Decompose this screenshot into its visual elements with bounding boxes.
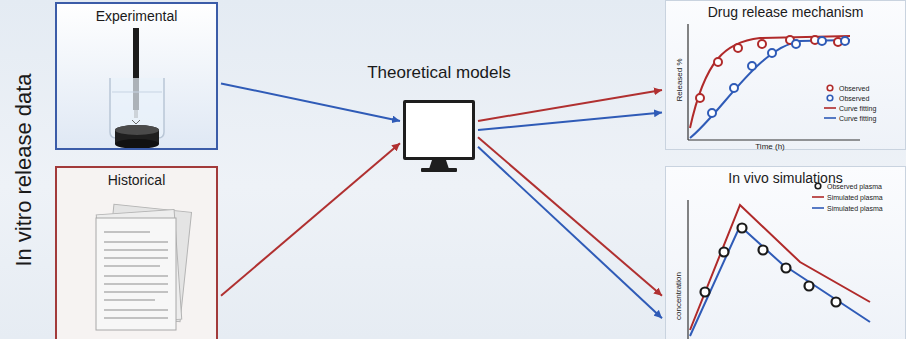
box-heading: Drug release mechanism [672,4,899,21]
source-box: Historical [55,166,218,339]
paper-stack [96,204,192,330]
legend-text: Observed plasma [827,183,882,190]
box-heading: Experimental [63,8,210,25]
chart-panel: Drug release mechanism [665,0,906,150]
legend-sample [824,104,836,112]
legend-row: Observed [824,94,869,102]
monitor-box: Theoretical models [403,100,475,160]
legend-mark [827,85,833,91]
flow-arrow [478,90,662,121]
legend-mark [824,117,836,119]
legend-sample [824,84,836,92]
flow-arrow [221,143,400,296]
release-chart [688,24,860,140]
source-box: Experimental [55,2,218,150]
axis-label: Time (h) [755,142,784,151]
axis-label: Released % [675,58,684,101]
legend-row: Curve fitting [824,114,876,122]
experimental-fill [55,2,218,150]
legend-sample [824,114,836,122]
legend-mark [824,107,836,109]
legend-row: Simulated plasma [812,204,883,212]
flow-arrow [478,113,662,131]
legend-text: Observed [839,85,869,92]
plasma-chart [688,200,870,339]
chart-panel: In vivo simulations [665,166,906,339]
legend-sample [824,94,836,102]
box-heading: Historical [63,172,210,189]
side-label: In vitro release data [11,73,37,266]
legend-mark [827,95,833,101]
flow-arrow [221,83,400,121]
axis-label: concentration [674,272,683,320]
dissolution-apparatus [110,28,164,149]
legend-text: Curve fitting [839,105,876,112]
flow-arrow [478,147,662,318]
legend-sample [812,204,824,212]
legend-text: Curve fitting [839,115,876,122]
monitor-stand [421,160,457,172]
legend-mark [812,207,824,209]
legend-text: Observed [839,95,869,102]
legend-row: Observed [824,84,869,92]
legend-text: Simulated plasma [827,194,883,201]
historical-fill [55,166,218,339]
legend-text: Simulated plasma [827,205,883,212]
legend-mark [815,183,821,189]
chart-panel-fill [665,0,906,150]
legend-row: Curve fitting [824,104,876,112]
legend-mark [812,196,824,198]
flow-arrow [478,137,662,296]
legend-row: Simulated plasma [812,193,883,201]
legend-sample [812,182,824,190]
legend-sample [812,193,824,201]
box-heading: Theoretical models [367,63,511,83]
legend-row: Observed plasma [812,182,882,190]
chart-panel-fill [665,166,906,339]
